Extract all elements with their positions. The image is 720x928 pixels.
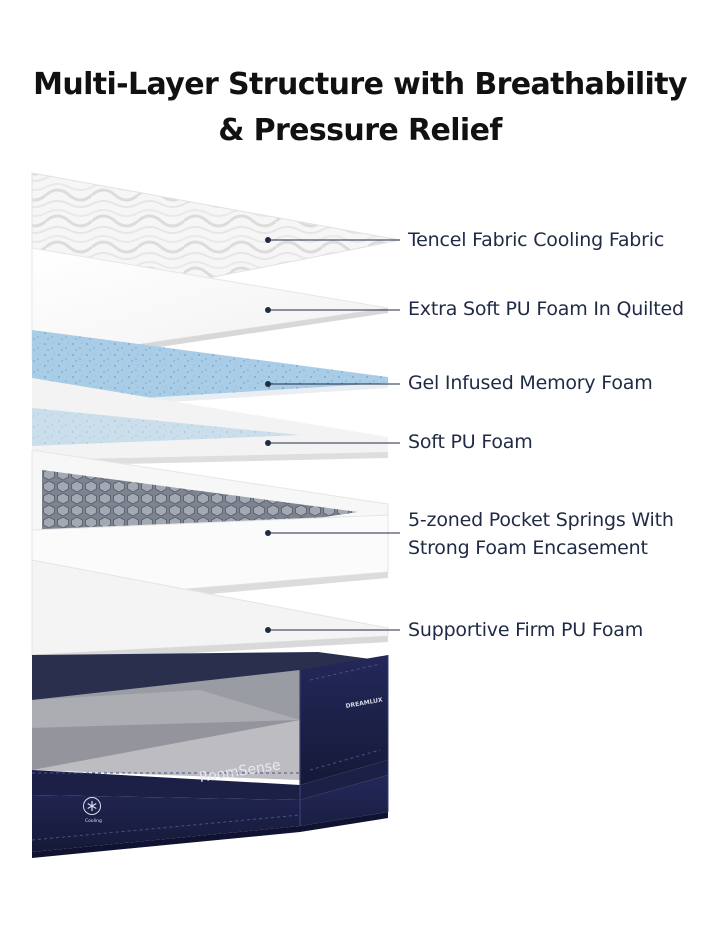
label-pocket-springs-line2: Strong Foam Encasement (408, 537, 648, 559)
label-gel-memory-foam: Gel Infused Memory Foam (408, 372, 653, 394)
cooling-badge-text: Cooling (85, 818, 102, 824)
label-tencel-fabric: Tencel Fabric Cooling Fabric (408, 229, 665, 251)
mattress-base: RoomSense DREAMLUX Cooling (31, 652, 389, 858)
label-firm-foam: Supportive Firm PU Foam (408, 619, 644, 641)
title-line-1: Multi-Layer Structure with Breathability (33, 67, 687, 102)
snowflake-icon (83, 797, 101, 815)
callout-connectors (265, 237, 400, 633)
label-pocket-springs-line1: 5-zoned Pocket Springs With (408, 509, 674, 531)
label-extra-soft-foam: Extra Soft PU Foam In Quilted (408, 298, 684, 320)
layer-soft-foam (32, 378, 388, 466)
connector-dot (265, 530, 271, 536)
connector-dot (265, 381, 271, 387)
connector-dot (265, 440, 271, 446)
label-soft-foam: Soft PU Foam (408, 431, 533, 453)
connector-dot (265, 307, 271, 313)
connector-dot (265, 627, 271, 633)
page-title: Multi-Layer Structure with Breathability… (0, 62, 720, 154)
title-line-2: & Pressure Relief (218, 113, 502, 148)
connector-dot (265, 237, 271, 243)
